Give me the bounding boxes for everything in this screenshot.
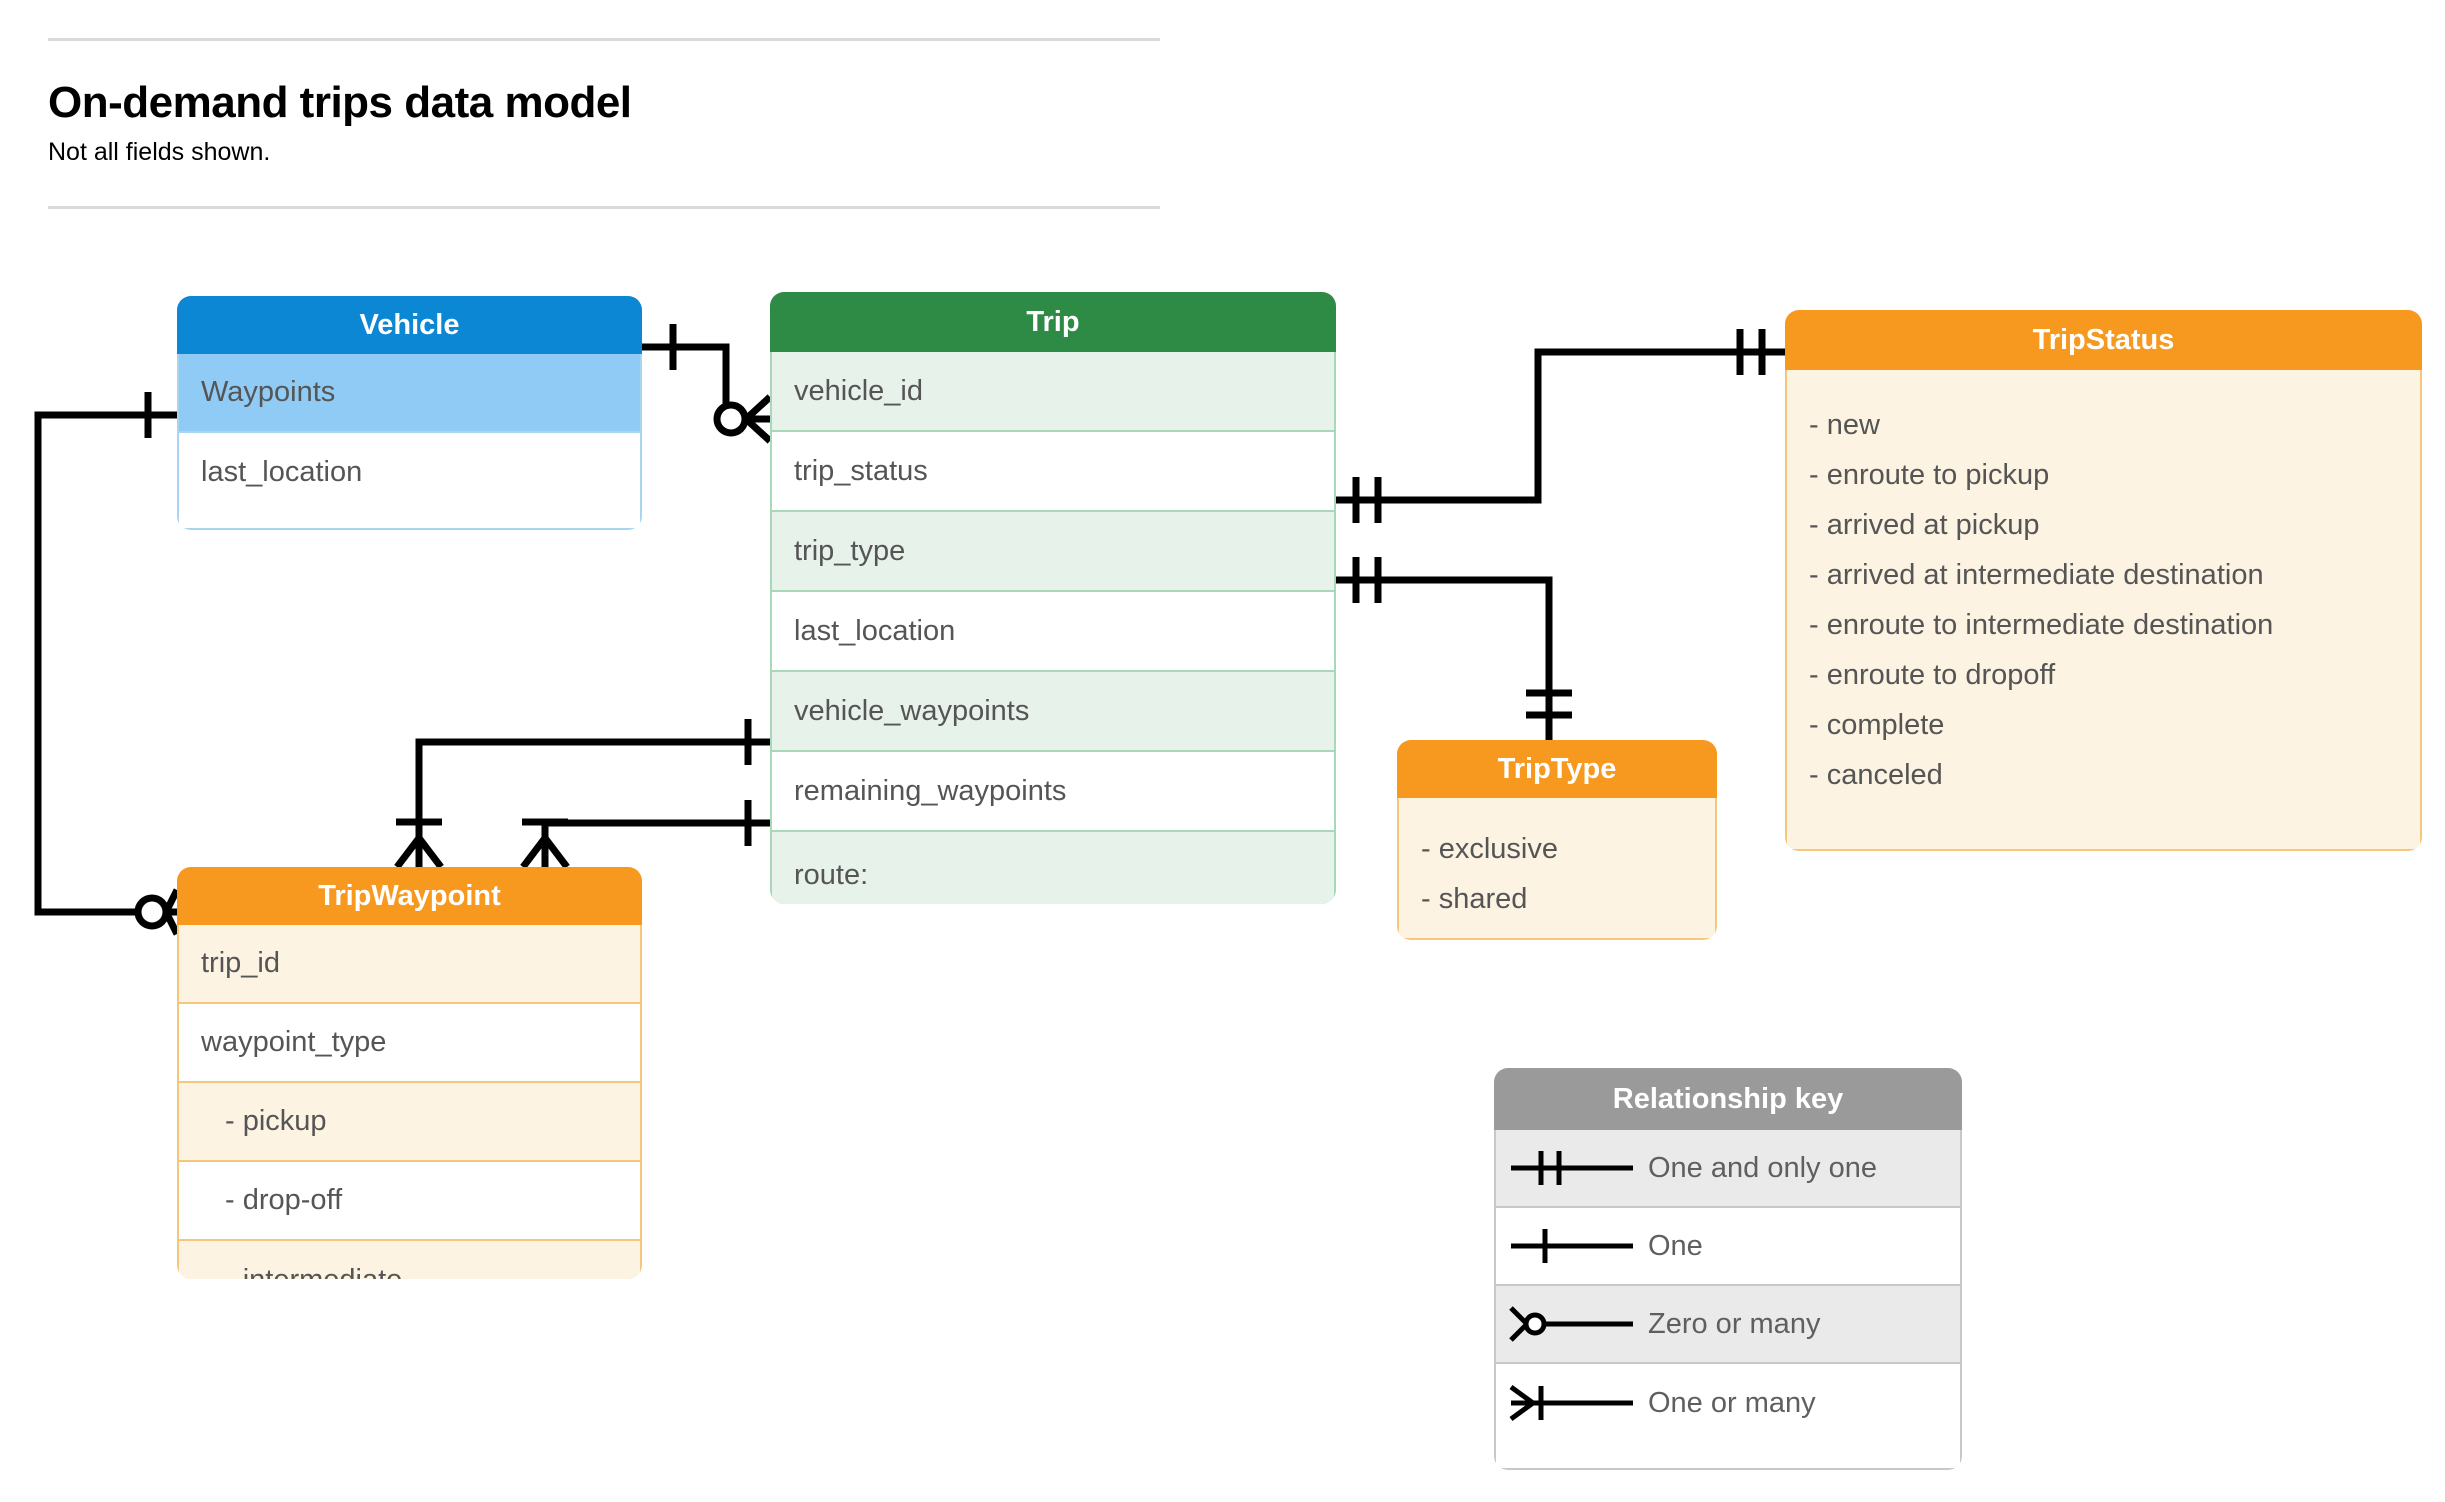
entity-tripwaypoint-fields: trip_id waypoint_type - pickup - drop-of… xyxy=(177,925,642,1279)
enum-triptype-exclusive: - exclusive xyxy=(1421,833,1558,865)
field-trip-trip-type[interactable]: trip_type xyxy=(772,512,1334,592)
field-trip-remaining-waypoints[interactable]: remaining_waypoints xyxy=(772,752,1334,832)
entity-trip-fields: vehicle_id trip_status trip_type last_lo… xyxy=(770,352,1336,904)
legend-row-one: One xyxy=(1496,1208,1960,1286)
enum-tripstatus-enroute-pickup: - enroute to pickup xyxy=(1809,459,2050,491)
page-title: On-demand trips data model xyxy=(48,78,632,127)
enum-tripstatus-arrived-pickup: - arrived at pickup xyxy=(1809,509,2040,541)
relationship-key-body: One and only one One xyxy=(1494,1130,1962,1470)
conn-trip-vehiclewaypoints-tripwaypoint xyxy=(415,738,770,867)
field-trip-vehicle-id[interactable]: vehicle_id xyxy=(772,352,1334,432)
entity-tripstatus-title: TripStatus xyxy=(1785,310,2422,370)
entity-vehicle-fields: Waypoints last_location xyxy=(177,354,642,530)
relationship-key: Relationship key One and only one xyxy=(1494,1068,1962,1470)
field-trip-last-location[interactable]: last_location xyxy=(772,592,1334,672)
field-tripwaypoint-trip-id[interactable]: trip_id xyxy=(179,925,640,1004)
enum-tripwaypoint-pickup[interactable]: - pickup xyxy=(179,1083,640,1162)
entity-triptype-title: TripType xyxy=(1397,740,1717,798)
header-rule-top xyxy=(48,38,1160,41)
field-trip-route[interactable]: route: read-only route to next stop xyxy=(772,832,1334,904)
field-trip-route-label: route: xyxy=(794,859,869,891)
header-rule-bottom xyxy=(48,206,1160,209)
entity-vehicle[interactable]: Vehicle Waypoints last_location xyxy=(177,296,642,530)
conn-vehicle-waypoints-tripwaypoint xyxy=(34,411,177,916)
conn-vehicle-trip xyxy=(642,343,770,423)
enum-tripstatus-complete: - complete xyxy=(1809,709,1945,741)
entity-trip-title: Trip xyxy=(770,292,1336,352)
enum-tripwaypoint-intermediate[interactable]: - intermediate xyxy=(179,1241,640,1279)
page-subtitle: Not all fields shown. xyxy=(48,138,271,167)
enum-tripstatus-canceled: - canceled xyxy=(1809,759,1943,791)
one-or-many-icon xyxy=(1496,1379,1648,1427)
field-trip-route-note: read-only route to next stop xyxy=(794,896,1334,904)
enum-tripstatus-arrived-intermediate: - arrived at intermediate destination xyxy=(1809,559,2264,591)
legend-row-one-or-many: One or many xyxy=(1496,1364,1960,1442)
entity-vehicle-title: Vehicle xyxy=(177,296,642,354)
legend-label-one: One xyxy=(1648,1229,1703,1262)
entity-triptype-values: - exclusive - shared xyxy=(1397,798,1717,940)
legend-row-one-and-only-one: One and only one xyxy=(1496,1130,1960,1208)
zero-or-many-icon xyxy=(1496,1300,1648,1348)
conn-trip-triptype xyxy=(1336,576,1553,740)
enum-tripwaypoint-dropoff[interactable]: - drop-off xyxy=(179,1162,640,1241)
enum-tripstatus-new: - new xyxy=(1809,409,1880,441)
field-trip-trip-status[interactable]: trip_status xyxy=(772,432,1334,512)
entity-tripstatus[interactable]: TripStatus - new - enroute to pickup - a… xyxy=(1785,310,2422,851)
field-trip-vehicle-waypoints[interactable]: vehicle_waypoints xyxy=(772,672,1334,752)
enum-tripstatus-enroute-intermediate: - enroute to intermediate destination xyxy=(1809,609,2274,641)
field-tripwaypoint-waypoint-type[interactable]: waypoint_type xyxy=(179,1004,640,1083)
enum-triptype-shared: - shared xyxy=(1421,883,1528,915)
entity-trip[interactable]: Trip vehicle_id trip_status trip_type la… xyxy=(770,292,1336,904)
one-and-only-one-icon xyxy=(1496,1144,1648,1192)
entity-triptype[interactable]: TripType - exclusive - shared xyxy=(1397,740,1717,940)
legend-label-one-or-many: One or many xyxy=(1648,1386,1816,1419)
legend-label-zero-or-many: Zero or many xyxy=(1648,1307,1821,1340)
legend-row-zero-or-many: Zero or many xyxy=(1496,1286,1960,1364)
diagram-header: On-demand trips data model Not all field… xyxy=(48,38,1160,167)
entity-tripwaypoint[interactable]: TripWaypoint trip_id waypoint_type - pic… xyxy=(177,867,642,1279)
enum-tripstatus-enroute-dropoff: - enroute to dropoff xyxy=(1809,659,2056,691)
legend-label-one-and-only-one: One and only one xyxy=(1648,1151,1877,1184)
field-vehicle-last-location[interactable]: last_location xyxy=(179,433,640,512)
conn-trip-remainingwaypoints-tripwaypoint xyxy=(541,819,770,867)
entity-tripwaypoint-title: TripWaypoint xyxy=(177,867,642,925)
relationship-key-title: Relationship key xyxy=(1494,1068,1962,1130)
field-vehicle-waypoints[interactable]: Waypoints xyxy=(179,354,640,433)
conn-trip-tripstatus xyxy=(1336,348,1785,504)
one-icon xyxy=(1496,1222,1648,1270)
entity-tripstatus-values: - new - enroute to pickup - arrived at p… xyxy=(1785,370,2422,851)
